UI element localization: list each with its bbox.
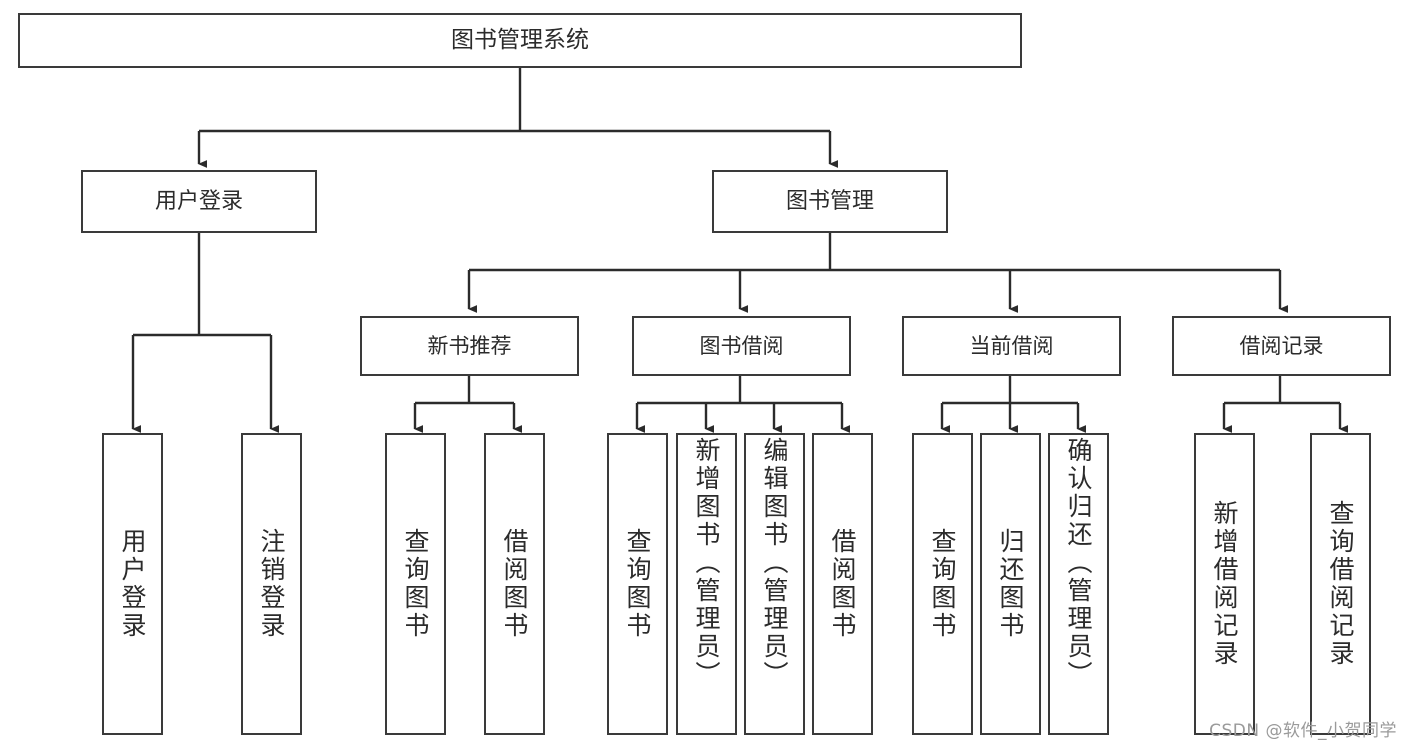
- node-current-borrow[interactable]: 当前借阅: [902, 316, 1121, 376]
- leaf-label: 查询图书: [623, 528, 652, 640]
- leaf-label: 查询图书: [928, 528, 957, 640]
- node-label: 当前借阅: [969, 333, 1054, 358]
- leaf-logout[interactable]: 注销登录: [241, 433, 302, 735]
- leaf-query-book-current[interactable]: 查询图书: [912, 433, 973, 735]
- leaf-label: 用户登录: [118, 528, 147, 640]
- leaf-label: 归还图书: [996, 528, 1025, 640]
- leaf-query-borrow-record[interactable]: 查询借阅记录: [1310, 433, 1371, 735]
- node-borrow-record[interactable]: 借阅记录: [1172, 316, 1391, 376]
- node-label: 图书管理: [785, 188, 874, 214]
- csdn-watermark: CSDN @软件_小贺同学: [1209, 721, 1397, 741]
- leaf-label: 新增借阅记录: [1210, 500, 1239, 668]
- node-book-borrow[interactable]: 图书借阅: [632, 316, 851, 376]
- leaf-label: 确认归还（管理员）: [1064, 437, 1093, 689]
- node-new-book-recommend[interactable]: 新书推荐: [360, 316, 579, 376]
- leaf-query-book-borrow[interactable]: 查询图书: [607, 433, 668, 735]
- node-label: 图书管理系统: [451, 26, 589, 53]
- node-label: 图书借阅: [699, 333, 784, 358]
- node-book-management[interactable]: 图书管理: [712, 170, 948, 233]
- node-book-management-system[interactable]: 图书管理系统: [18, 13, 1022, 68]
- node-user-login[interactable]: 用户登录: [81, 170, 317, 233]
- leaf-label: 借阅图书: [828, 528, 857, 640]
- leaf-label: 注销登录: [257, 528, 286, 640]
- leaf-confirm-return-admin[interactable]: 确认归还（管理员）: [1048, 433, 1109, 735]
- leaf-label: 查询借阅记录: [1326, 500, 1355, 668]
- node-label: 借阅记录: [1239, 333, 1324, 358]
- leaf-borrow-book[interactable]: 借阅图书: [812, 433, 873, 735]
- leaf-return-book[interactable]: 归还图书: [980, 433, 1041, 735]
- leaf-borrow-book-recommend[interactable]: 借阅图书: [484, 433, 545, 735]
- leaf-label: 借阅图书: [500, 528, 529, 640]
- node-label: 用户登录: [154, 188, 243, 214]
- leaf-edit-book-admin[interactable]: 编辑图书（管理员）: [744, 433, 805, 735]
- leaf-user-login[interactable]: 用户登录: [102, 433, 163, 735]
- leaf-add-borrow-record[interactable]: 新增借阅记录: [1194, 433, 1255, 735]
- leaf-label: 新增图书（管理员）: [692, 437, 721, 689]
- leaf-query-book-recommend[interactable]: 查询图书: [385, 433, 446, 735]
- leaf-label: 编辑图书（管理员）: [760, 437, 789, 689]
- leaf-label: 查询图书: [401, 528, 430, 640]
- leaf-add-book-admin[interactable]: 新增图书（管理员）: [676, 433, 737, 735]
- node-label: 新书推荐: [427, 333, 512, 358]
